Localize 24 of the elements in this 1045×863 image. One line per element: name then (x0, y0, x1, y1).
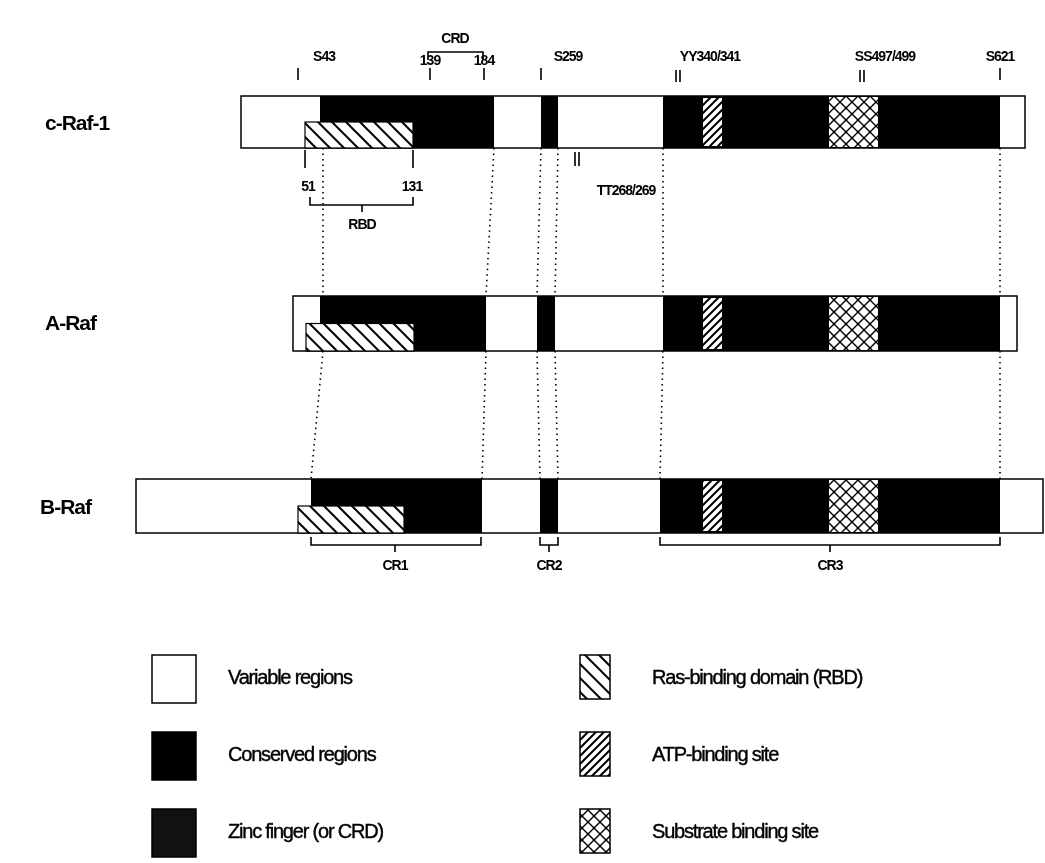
bracket-label: CR1 (382, 556, 408, 575)
protein-name: c-Raf-1 (45, 113, 110, 133)
legend-label: Substrate binding site (652, 821, 818, 841)
legend-label: Zinc finger (or CRD) (228, 821, 383, 841)
residue-number: 139 (419, 51, 441, 70)
site-label: YY340/341 (679, 47, 741, 66)
bracket-label: CRD (441, 29, 469, 48)
legend-label: Ras-binding domain (RBD) (652, 667, 863, 687)
residue-number: 131 (401, 177, 423, 196)
site-label: S621 (985, 47, 1015, 66)
site-label: SS497/499 (854, 47, 916, 66)
bracket-label: RBD (348, 215, 376, 234)
bracket-label: CR3 (817, 556, 843, 575)
legend-label: Variable regions (228, 667, 352, 687)
protein-name: B-Raf (40, 497, 91, 517)
legend-label: ATP-binding site (652, 744, 779, 764)
site-label: S259 (553, 47, 583, 66)
site-label: TT268/269 (596, 181, 656, 200)
residue-number: 51 (301, 177, 315, 196)
bracket-label: CR2 (536, 556, 562, 575)
site-label: S43 (313, 47, 335, 66)
legend-label: Conserved regions (228, 744, 376, 764)
protein-name: A-Raf (45, 313, 96, 333)
residue-number: 184 (473, 51, 495, 70)
